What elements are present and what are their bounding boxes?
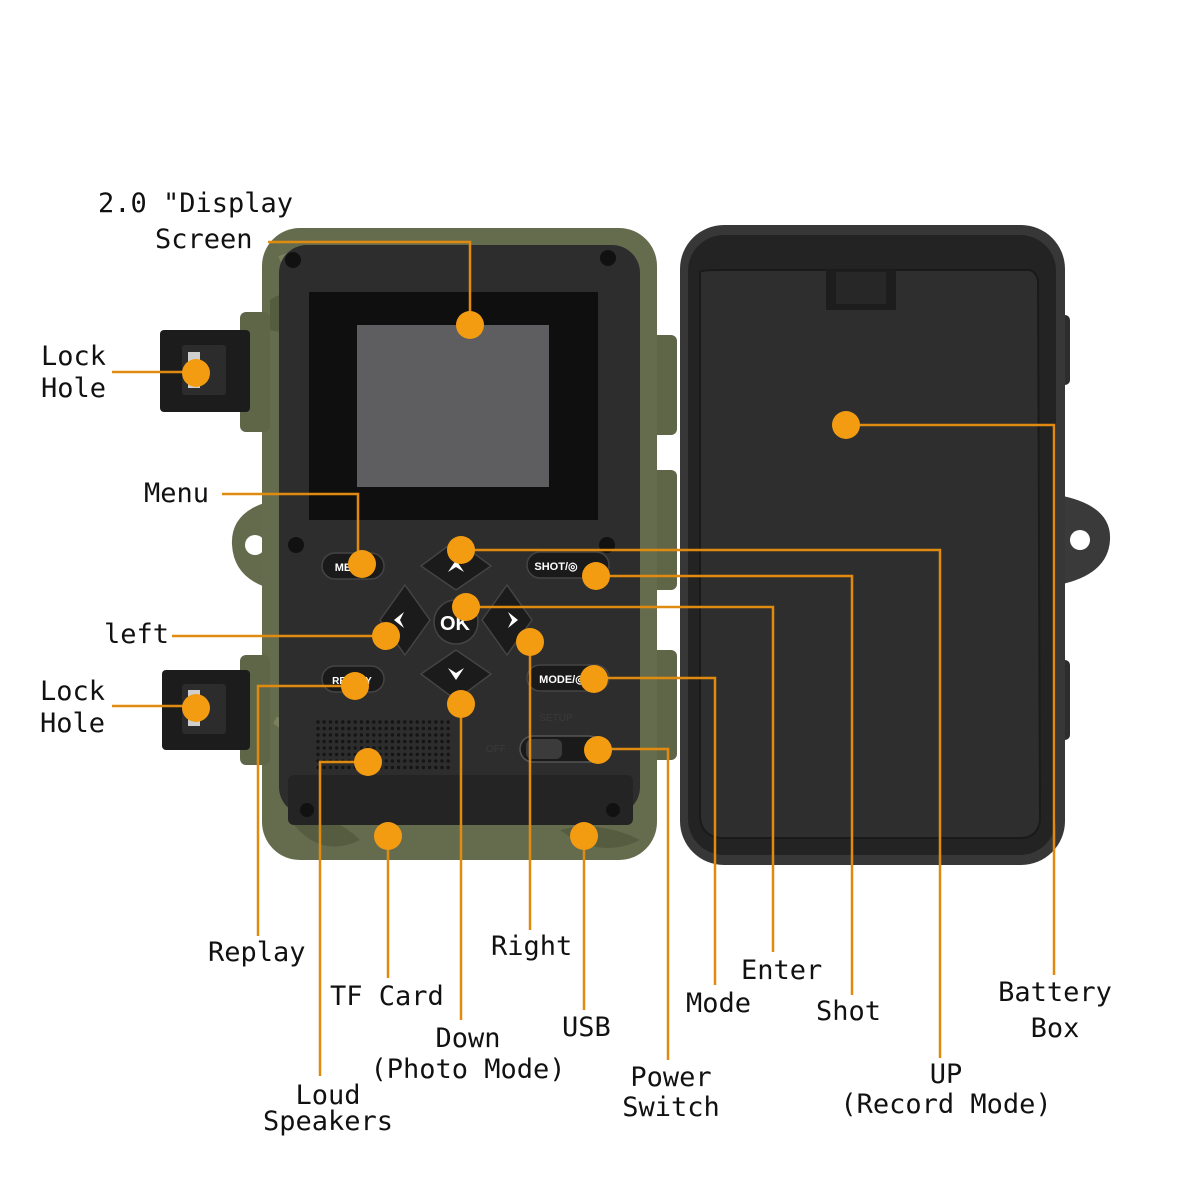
shot-button-text: SHOT/◎ (534, 561, 578, 573)
label-up-1: UP (929, 1059, 963, 1090)
label-display-1: 2.0 "Display (98, 188, 294, 219)
label-menu: Menu (144, 478, 210, 509)
marker-tf (374, 822, 402, 850)
arrow-right-icon (508, 612, 518, 628)
leader-shot (596, 574, 854, 995)
display-screen (357, 325, 549, 487)
marker-lock-top (182, 359, 210, 387)
label-display-2: Screen (155, 224, 253, 255)
marker-shot (582, 562, 610, 590)
label-battery-2: Box (1030, 1013, 1080, 1044)
arrow-up-icon (448, 560, 464, 572)
marker-right (516, 628, 544, 656)
label-lock-top-1: Lock (41, 341, 107, 372)
arrow-left-icon (394, 612, 404, 628)
menu-button-text: ME (335, 562, 352, 574)
label-lock-bottom-2: Hole (40, 708, 106, 739)
up-button[interactable] (419, 539, 493, 591)
leader-replay (256, 684, 355, 936)
marker-up (447, 536, 475, 564)
marker-mode (580, 665, 608, 693)
callout-markers (182, 311, 860, 850)
label-power-2: Switch (622, 1092, 720, 1123)
marker-down (447, 690, 475, 718)
down-button[interactable] (419, 649, 493, 701)
leader-power (598, 747, 670, 1060)
setup-label: SETUP (539, 713, 573, 724)
power-switch[interactable]: SETUP OFF (486, 713, 603, 763)
marker-menu (348, 550, 376, 578)
marker-enter (452, 593, 480, 621)
leader-up (461, 548, 942, 1058)
label-battery-1: Battery (998, 977, 1112, 1008)
mode-button-text: MODE/◎ (539, 674, 585, 686)
leader-lines (112, 240, 1056, 1076)
arrow-down-icon (448, 668, 464, 680)
label-lock-top-2: Hole (41, 373, 107, 404)
leader-enter (466, 605, 775, 952)
label-up-2: (Record Mode) (840, 1089, 1052, 1120)
label-tf-card: TF Card (330, 981, 444, 1012)
label-loud-2: Speakers (262, 1106, 394, 1137)
label-loud-1: Loud (295, 1080, 361, 1111)
marker-usb (570, 822, 598, 850)
marker-lock-bottom (182, 694, 210, 722)
marker-battery (832, 411, 860, 439)
label-mode: Mode (686, 988, 752, 1019)
label-replay: Replay (208, 937, 306, 968)
leader-loud (318, 760, 368, 1076)
label-power-1: Power (630, 1062, 712, 1093)
leader-battery (846, 423, 1056, 975)
lock-hole-bottom (162, 655, 270, 765)
label-left: left (104, 619, 170, 650)
leader-menu (222, 492, 360, 563)
label-right: Right (491, 931, 573, 962)
leader-display (268, 240, 472, 325)
marker-replay (341, 672, 369, 700)
label-down-2: (Photo Mode) (370, 1054, 566, 1085)
label-lock-bottom-1: Lock (40, 676, 106, 707)
marker-display (456, 311, 484, 339)
marker-left (372, 622, 400, 650)
label-shot: Shot (816, 996, 882, 1027)
label-usb: USB (562, 1012, 611, 1043)
speaker-grille (316, 720, 450, 770)
battery-cover (680, 225, 1111, 865)
marker-loud (354, 748, 382, 776)
leader-mode (594, 676, 717, 985)
label-enter: Enter (741, 955, 823, 986)
marker-power (584, 736, 612, 764)
label-down-1: Down (435, 1023, 501, 1054)
off-label: OFF (486, 744, 506, 755)
